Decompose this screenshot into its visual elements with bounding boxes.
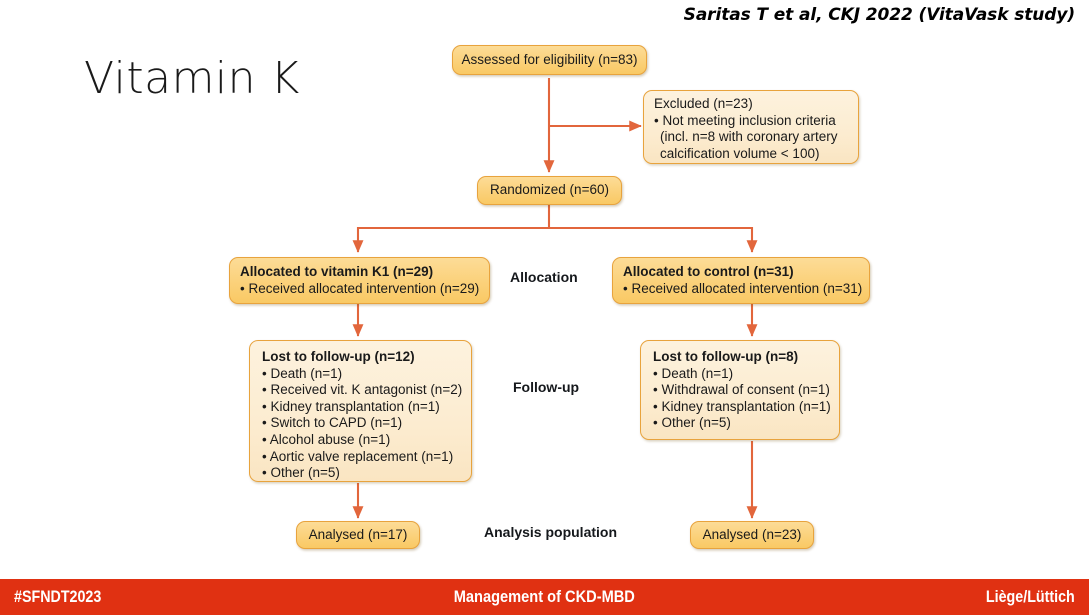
stage-label-analysis: Analysis population (484, 524, 618, 540)
stage-label-followup: Follow-up (513, 379, 580, 395)
flow-box-followup-right-item-1: • Withdrawal of consent (n=1) (653, 382, 830, 398)
flow-box-followup-left-item-0: • Death (n=1) (262, 365, 343, 381)
flow-box-analysed-left: Analysed (n=17) (296, 521, 420, 549)
flow-box-followup-right-item-0: • Death (n=1) (653, 365, 734, 381)
flow-box-followup-left: Lost to follow-up (n=12) • Death (n=1) •… (249, 340, 472, 482)
flow-box-followup-right-item-2: • Kidney transplantation (n=1) (653, 398, 831, 414)
footer-title-text: Management of CKD-MBD (453, 587, 636, 606)
citation-text: Saritas T et al, CKJ 2022 (VitaVask stud… (683, 5, 1075, 25)
flow-box-followup-left-item-6: • Other (n=5) (262, 465, 340, 481)
flow-box-excluded-heading: Excluded (n=23) (654, 96, 753, 111)
flow-box-followup-right-heading: Lost to follow-up (n=8) (653, 349, 799, 364)
footer-hashtag: #SFNDT2023 (14, 587, 102, 606)
flow-box-followup-left-item-1: • Received vit. K antagonist (n=2) (262, 382, 463, 398)
flow-box-allocation-right-heading: Allocated to control (n=31) (623, 264, 794, 279)
flow-box-excluded-item-2: calcification volume < 100) (660, 145, 820, 161)
flow-box-followup-left-item-4: • Alcohol abuse (n=1) (262, 431, 391, 447)
flow-box-allocation-left-heading: Allocated to vitamin K1 (n=29) (240, 264, 434, 279)
flow-box-analysed-left-label: Analysed (n=17) (308, 526, 408, 542)
flow-box-randomized-label: Randomized (n=60) (490, 182, 609, 198)
footer-location: Liège/Lüttich (986, 587, 1075, 606)
flow-box-allocation-right-item-0: • Received allocated intervention (n=31) (623, 280, 863, 296)
flow-box-followup-left-heading: Lost to follow-up (n=12) (262, 349, 415, 364)
stage-label-allocation: Allocation (510, 269, 578, 285)
flow-box-followup-right: Lost to follow-up (n=8) • Death (n=1) • … (640, 340, 840, 440)
flow-box-assessed-label: Assessed for eligibility (n=83) (461, 51, 638, 67)
flow-box-assessed: Assessed for eligibility (n=83) (452, 45, 647, 75)
footer-bar: #SFNDT2023 Management of CKD-MBD Liège/L… (0, 579, 1089, 615)
flow-box-followup-left-item-2: • Kidney transplantation (n=1) (262, 398, 440, 414)
flow-box-allocation-left: Allocated to vitamin K1 (n=29) • Receive… (229, 257, 490, 304)
footer-title: Management of CKD-MBD (0, 587, 1089, 607)
page-title: Vitamin K (84, 53, 300, 104)
flow-box-followup-left-item-5: • Aortic valve replacement (n=1) (262, 448, 454, 464)
flow-box-followup-left-item-3: • Switch to CAPD (n=1) (262, 415, 403, 431)
flow-box-excluded-item-1: (incl. n=8 with coronary artery (660, 129, 838, 145)
flow-box-followup-right-item-3: • Other (n=5) (653, 415, 731, 431)
flow-box-excluded: Excluded (n=23) • Not meeting inclusion … (643, 90, 859, 164)
flow-box-allocation-left-item-0: • Received allocated intervention (n=29) (240, 280, 480, 296)
flow-box-analysed-right-label: Analysed (n=23) (702, 526, 802, 542)
flow-box-excluded-item-0: • Not meeting inclusion criteria (654, 112, 836, 128)
flow-box-randomized: Randomized (n=60) (477, 176, 622, 205)
flow-box-allocation-right: Allocated to control (n=31) • Received a… (612, 257, 870, 304)
flow-box-analysed-right: Analysed (n=23) (690, 521, 814, 549)
